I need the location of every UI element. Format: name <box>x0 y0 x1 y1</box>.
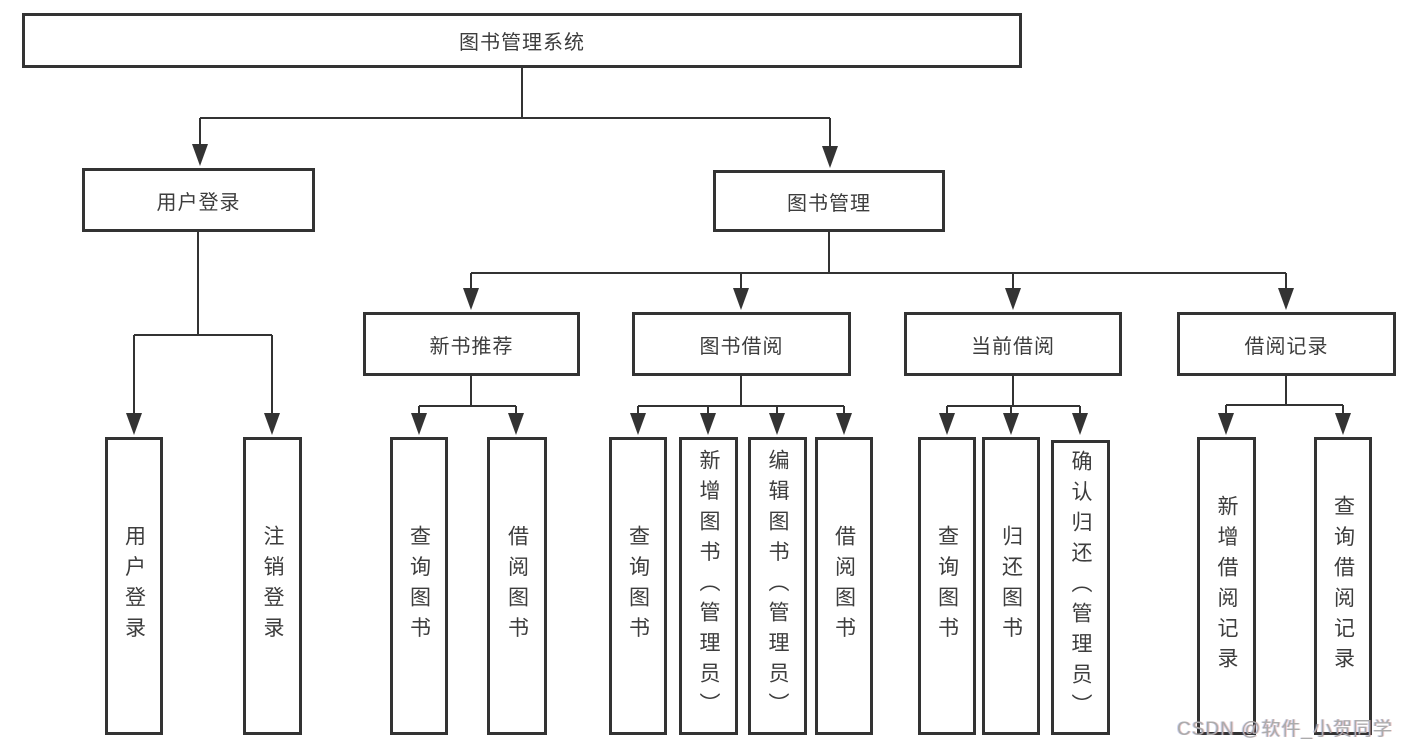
node-root: 图书管理系统 <box>22 13 1022 68</box>
node-user-login: 用户登录 <box>82 168 315 232</box>
leaf-borrow-books-recommend: 借阅图书 <box>487 437 547 735</box>
leaf-logout: 注销登录 <box>243 437 302 735</box>
leaf-return-book: 归还图书 <box>982 437 1040 735</box>
leaf-borrow-books: 借阅图书 <box>815 437 873 735</box>
watermark: CSDN @软件_小贺同学 <box>1177 719 1393 740</box>
leaf-edit-book-admin: 编辑图书（管理员） <box>748 437 807 735</box>
node-borrow-records: 借阅记录 <box>1177 312 1396 376</box>
leaf-query-books-recommend: 查询图书 <box>390 437 448 735</box>
node-book-borrow: 图书借阅 <box>632 312 851 376</box>
leaf-confirm-return-admin: 确认归还（管理员） <box>1051 440 1110 735</box>
node-new-book-recommend: 新书推荐 <box>363 312 580 376</box>
leaf-query-borrow-record: 查询借阅记录 <box>1314 437 1372 735</box>
leaf-add-borrow-record: 新增借阅记录 <box>1197 437 1256 735</box>
node-current-borrow: 当前借阅 <box>904 312 1122 376</box>
leaf-user-login: 用户登录 <box>105 437 163 735</box>
leaf-query-books-borrow: 查询图书 <box>609 437 667 735</box>
leaf-query-books-current: 查询图书 <box>918 437 976 735</box>
leaf-add-book-admin: 新增图书（管理员） <box>679 437 738 735</box>
node-book-management: 图书管理 <box>713 170 945 232</box>
arrowheads <box>126 144 1351 435</box>
